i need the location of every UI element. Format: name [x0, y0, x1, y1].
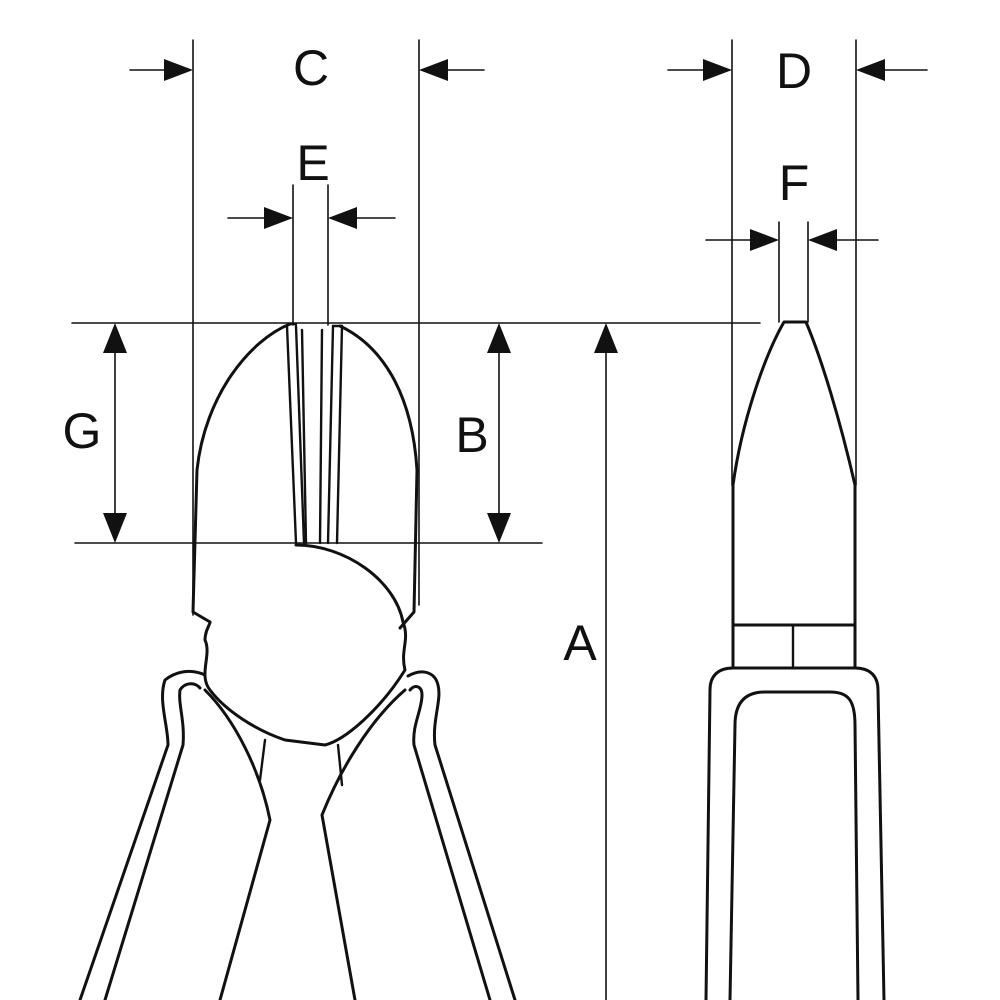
dimension-g: G	[63, 323, 127, 543]
label-e: E	[296, 135, 329, 191]
pliers-side-view	[704, 320, 886, 1000]
pliers-front-view	[78, 322, 517, 1000]
right-jaw	[338, 324, 419, 630]
label-a: A	[563, 615, 597, 671]
left-handle-outer	[78, 669, 207, 1000]
label-c: C	[293, 40, 329, 96]
dimension-a: A	[563, 323, 618, 1000]
cutting-edges	[285, 322, 344, 545]
label-d: D	[776, 43, 812, 99]
extension-lines	[71, 39, 857, 616]
label-b: B	[455, 407, 488, 463]
dimension-d: D	[667, 43, 928, 99]
side-handle-inner	[728, 690, 860, 1000]
dimension-b: B	[455, 323, 511, 543]
side-jaw-tip	[731, 320, 857, 487]
dimension-c: C	[129, 40, 485, 96]
label-f: F	[779, 155, 810, 211]
side-handle-outer	[704, 666, 886, 1000]
right-handle-outer	[406, 670, 517, 1000]
pivot-joint	[203, 543, 408, 747]
left-handle-body	[203, 688, 272, 1000]
dimension-f: F	[705, 155, 879, 251]
left-jaw	[191, 322, 292, 624]
label-g: G	[63, 403, 102, 459]
right-handle-inner	[408, 685, 492, 1000]
dimension-e: E	[227, 135, 396, 229]
right-handle-body	[320, 688, 407, 1000]
left-handle-inner	[103, 682, 202, 1000]
